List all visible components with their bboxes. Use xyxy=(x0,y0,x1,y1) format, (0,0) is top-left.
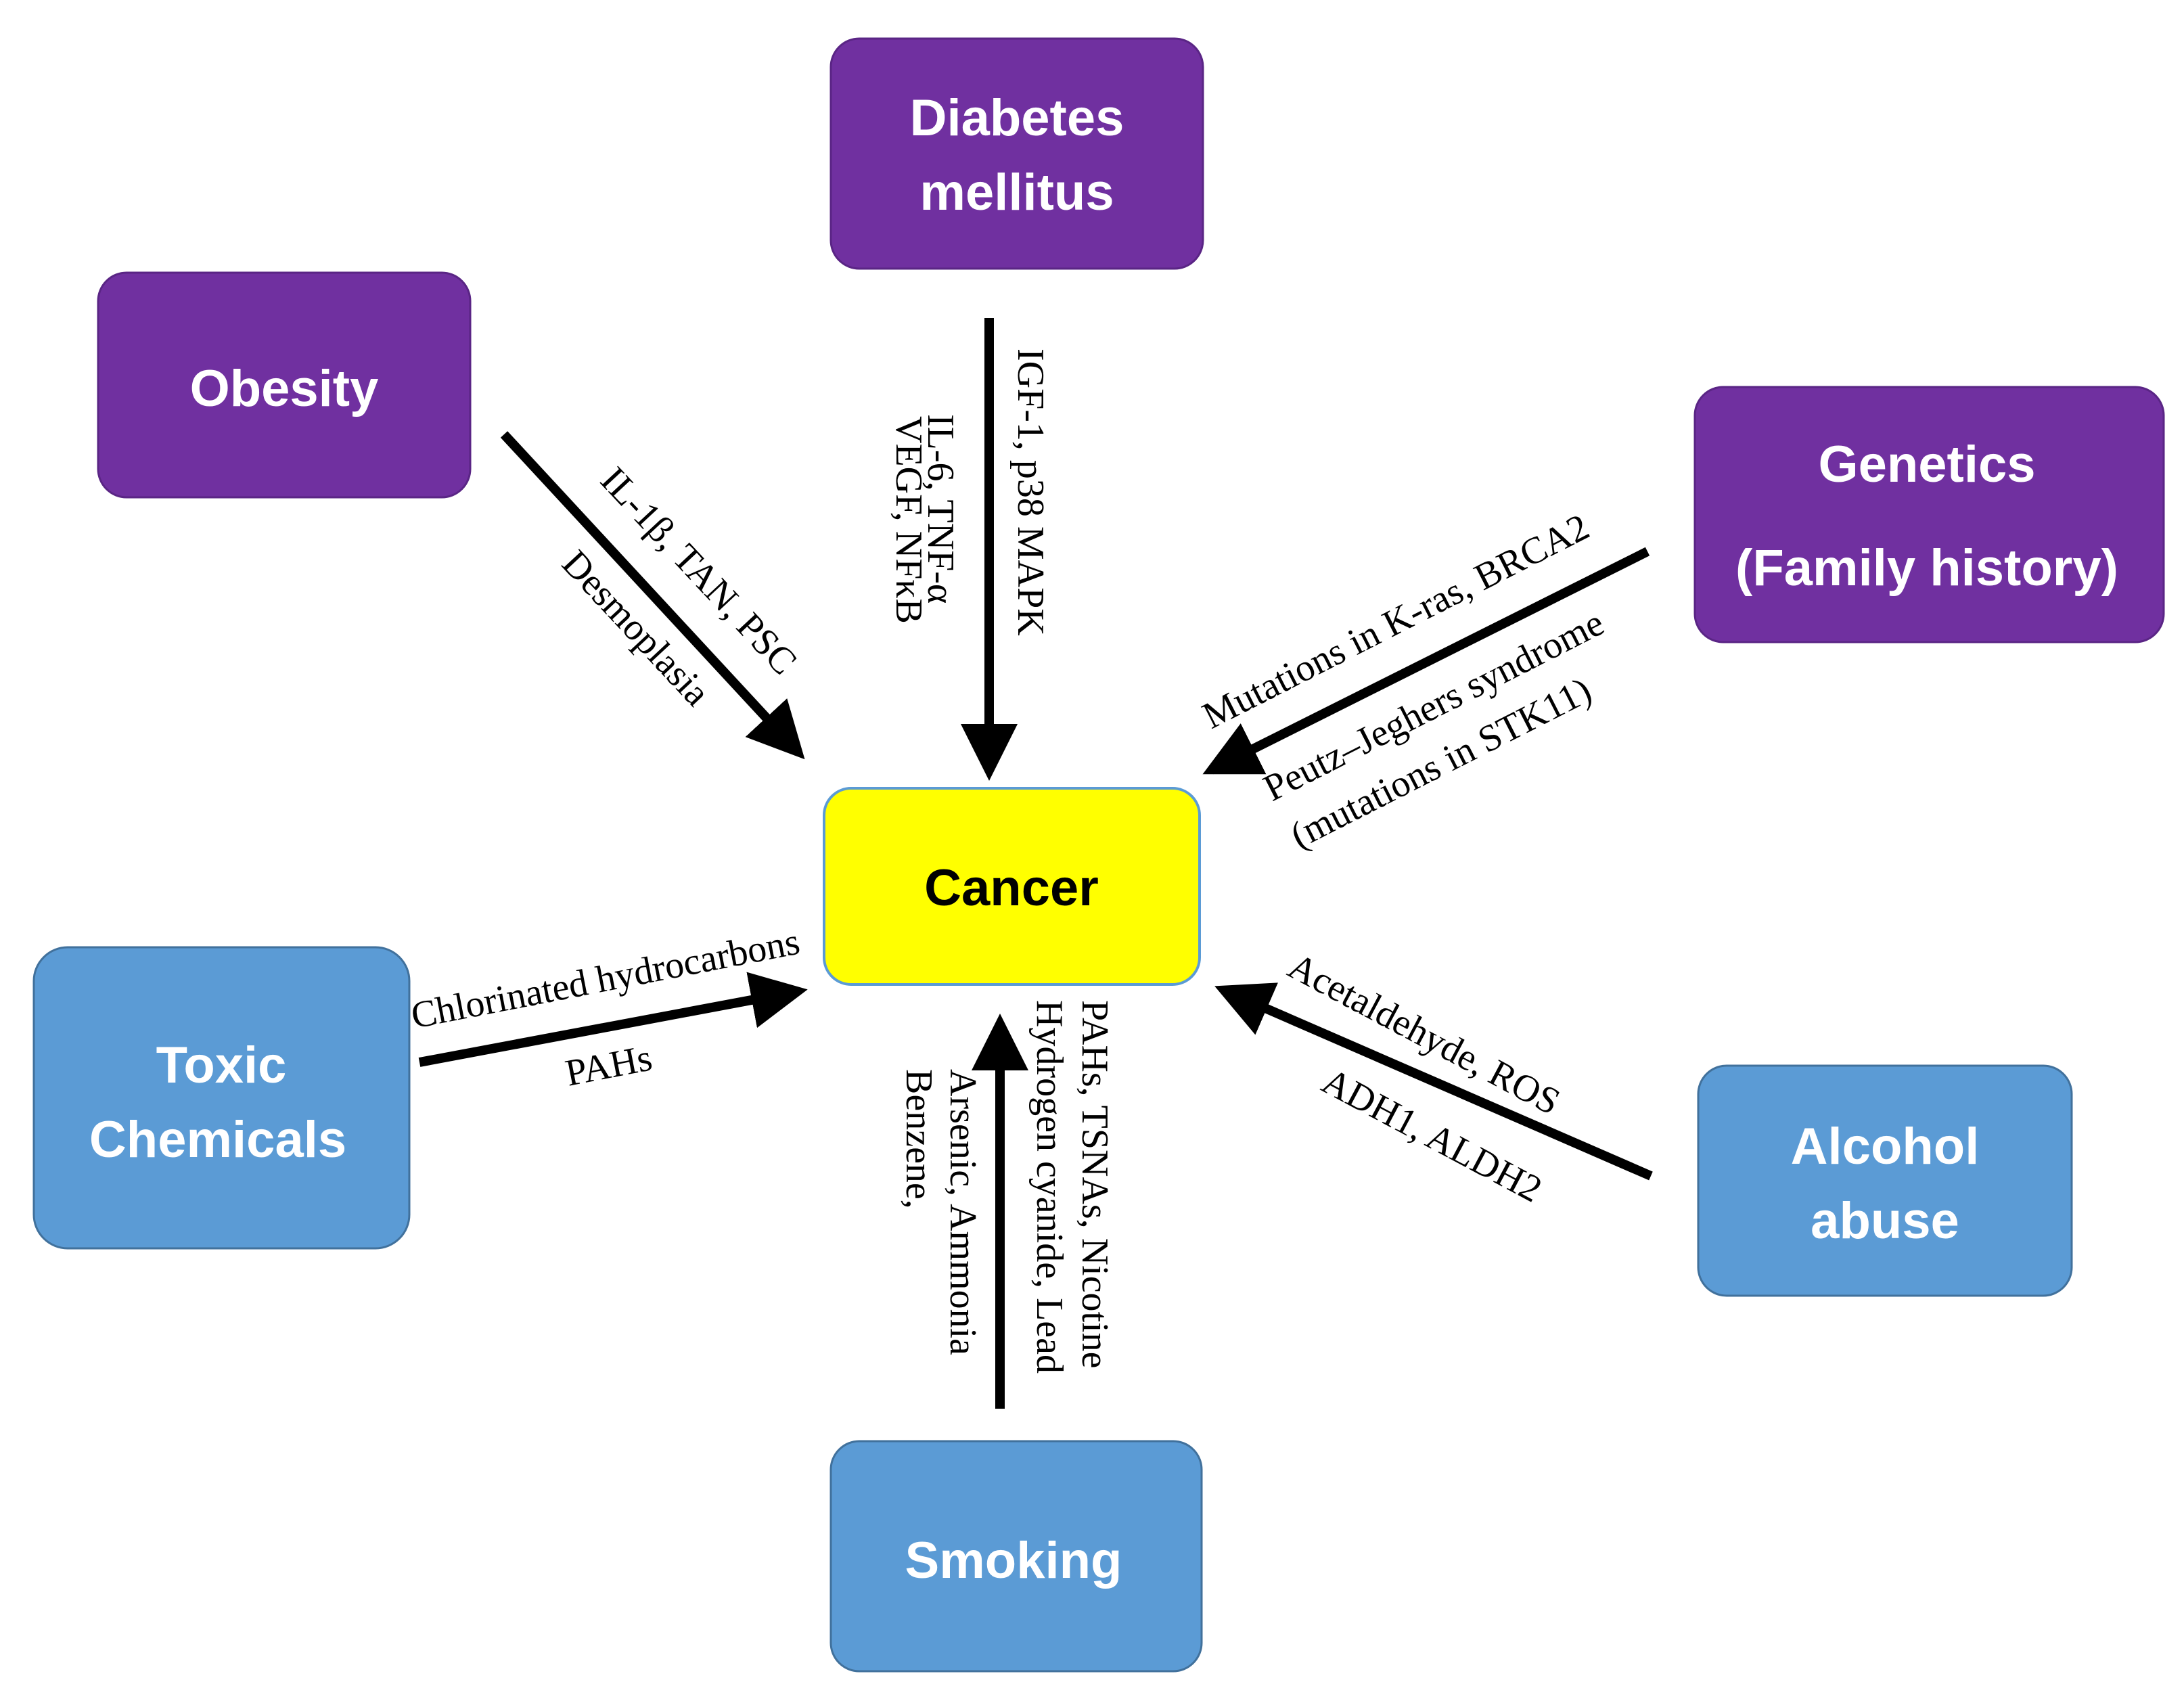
cancer-box: Cancer xyxy=(823,787,1201,986)
diabetes-mediator-1: IGF-1, p38 MAPK xyxy=(1009,348,1051,636)
diabetes-mediator-2: IL-6, TNF-α xyxy=(919,414,961,604)
alcohol-label-line1: Alcohol xyxy=(1791,1118,1980,1175)
diabetes-box: Diabetes mellitus xyxy=(829,37,1204,270)
toxic-mediator-1: Chlorinated hydrocarbons xyxy=(408,921,803,1037)
genetics-mediators: Mutations in K-ras, BRCA2 Peutz–Jeghers … xyxy=(1196,506,1611,857)
toxic-mediators: Chlorinated hydrocarbons PAHs xyxy=(408,921,803,1095)
cancer-label: Cancer xyxy=(924,859,1099,917)
obesity-box: Obesity xyxy=(97,271,472,499)
arrow-obesity-to-cancer xyxy=(500,431,805,760)
obesity-label: Obesity xyxy=(190,360,379,417)
smoking-mediators: PAHs, TSNAs, Nicotine Hydrogen cyanide, … xyxy=(898,1000,1116,1374)
arrows xyxy=(418,318,1653,1409)
genetics-label-line1: Genetics xyxy=(1818,436,2035,493)
diabetes-label-line2: mellitus xyxy=(919,164,1114,221)
toxic-chemicals-box: Toxic Chemicals xyxy=(32,946,411,1250)
smoking-mediator-1: PAHs, TSNAs, Nicotine xyxy=(1074,1000,1116,1369)
smoking-mediator-3: Arsenic, Ammonia xyxy=(942,1069,984,1355)
arrow-alcohol-to-cancer xyxy=(1214,982,1653,1181)
smoking-mediator-2: Hydrogen cyanide, Lead xyxy=(1028,1000,1070,1374)
toxic-mediator-2: PAHs xyxy=(562,1037,656,1094)
diabetes-mediators: IGF-1, p38 MAPK IL-6, TNF-α VEGF, NFκB xyxy=(888,348,1051,636)
diabetes-label-line1: Diabetes xyxy=(910,89,1124,147)
smoking-box: Smoking xyxy=(829,1440,1203,1673)
toxic-label-line1: Toxic xyxy=(156,1037,287,1094)
arrow-toxic-to-cancer xyxy=(418,972,808,1067)
smoking-mediator-4: Benzene, xyxy=(898,1069,940,1209)
arrow-genetics-to-cancer xyxy=(1202,547,1650,775)
alcohol-label-line2: abuse xyxy=(1811,1192,1959,1250)
genetics-box: Genetics (Family history) xyxy=(1693,386,2165,643)
smoking-label: Smoking xyxy=(905,1532,1122,1589)
diabetes-mediator-3: VEGF, NFκB xyxy=(888,416,930,624)
obesity-mediators: IL-1β, TAN, PSC Desmoplasia xyxy=(553,459,804,715)
alcohol-abuse-box: Alcohol abuse xyxy=(1697,1064,2073,1297)
toxic-label-line2: Chemicals xyxy=(89,1111,346,1169)
genetics-label-line2: (Family history) xyxy=(1735,539,2118,597)
